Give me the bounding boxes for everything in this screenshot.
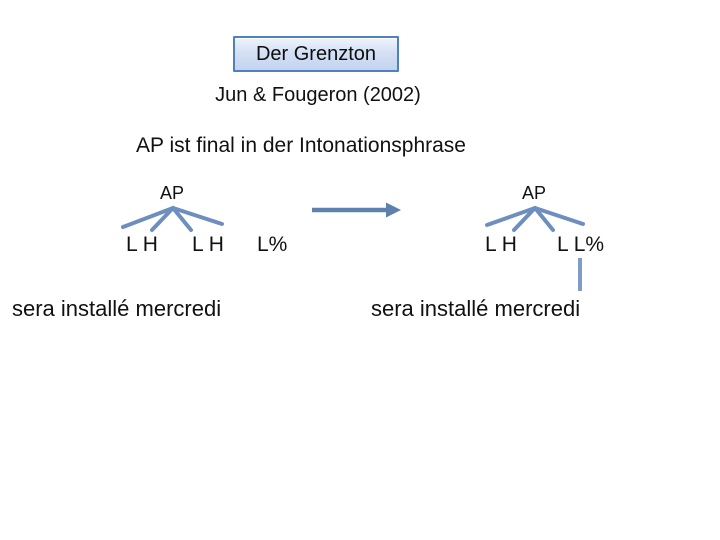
citation: Jun & Fougeron (2002) <box>215 84 421 106</box>
tree-branch <box>171 206 224 226</box>
tree-branch <box>485 206 537 227</box>
tree-branch <box>121 206 175 229</box>
title-box-label: Der Grenzton <box>255 42 377 65</box>
tree-branch <box>171 206 193 232</box>
heading: AP ist final in der Intonationsphrase <box>136 134 466 157</box>
left-tree-root: AP <box>160 183 185 203</box>
tree-branch <box>150 206 175 232</box>
title-box: Der Grenzton <box>233 36 399 72</box>
left-tree-leaf-1: L H <box>126 233 158 256</box>
right-tree-leaf-1: L H <box>485 233 517 256</box>
right-tree-leaf-2: L L% <box>557 233 605 256</box>
right-tree-caption: sera installé mercredi <box>371 296 581 321</box>
left-tree-branches <box>121 206 224 232</box>
right-arrow-icon <box>312 202 401 218</box>
tree-branch <box>533 206 555 232</box>
tree-branch <box>533 206 585 226</box>
right-tree-branches <box>485 206 585 232</box>
arrow-head <box>386 202 401 218</box>
tree-branch <box>512 206 537 232</box>
right-tree-root: AP <box>522 183 547 203</box>
left-tree-leaf-2: L H <box>192 233 224 256</box>
left-tree-leaf-3: L% <box>257 233 288 256</box>
left-tree-caption: sera installé mercredi <box>12 296 222 321</box>
